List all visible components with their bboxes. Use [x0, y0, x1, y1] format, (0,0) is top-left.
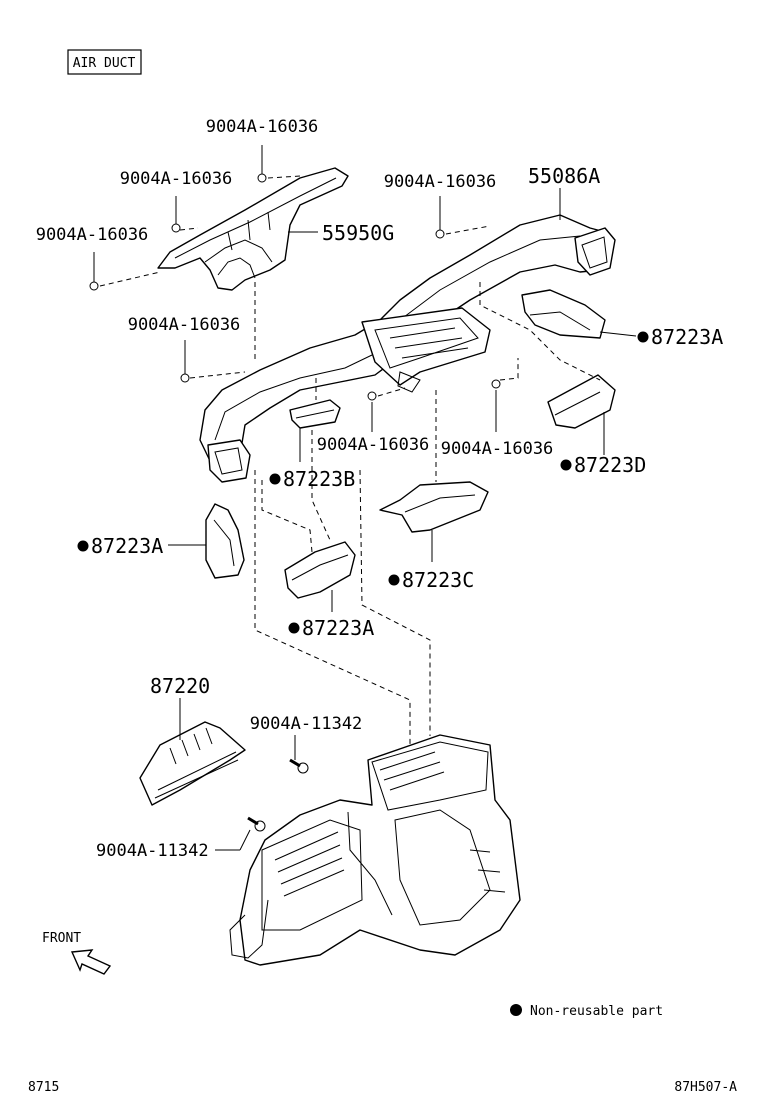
seal-87223a-lower-drawing — [284, 541, 356, 599]
front-indicator: FRONT — [42, 931, 112, 975]
bolt-icon — [289, 758, 309, 774]
label-bolt-upper-left: 9004A-16036 — [120, 169, 233, 189]
bolt-icon — [435, 220, 445, 239]
label-seal-87223a-right: 87223A — [637, 325, 723, 349]
bolt-icon — [89, 272, 99, 291]
dashed-lines — [99, 175, 601, 745]
seal-87223b-drawing — [289, 399, 341, 429]
duct-87220-drawing — [139, 721, 246, 806]
non-reusable-dot-icon — [288, 622, 300, 634]
bolt-icon — [180, 364, 190, 383]
svg-text:87223B: 87223B — [283, 467, 355, 491]
label-duct-55950g: 55950G — [322, 221, 394, 245]
duct-55950g-drawing — [157, 167, 349, 291]
bolt-icon — [247, 816, 266, 832]
non-reusable-dot-icon — [269, 473, 281, 485]
label-bolt-lower-a: 9004A-11342 — [250, 714, 363, 734]
seal-87223a-left-drawing — [205, 503, 245, 579]
leader-lines — [93, 145, 637, 851]
bolt-icon — [257, 165, 267, 183]
footer-right-code: 87H507-A — [674, 1080, 737, 1095]
non-reusable-dot-icon — [510, 1004, 522, 1016]
svg-text:87223C: 87223C — [402, 568, 474, 592]
label-seal-87223c: 87223C — [388, 568, 474, 592]
label-bolt-upper-mid: 9004A-16036 — [384, 172, 497, 192]
front-label: FRONT — [42, 931, 81, 946]
label-bolt-mid-left: 9004A-16036 — [128, 315, 241, 335]
label-duct-55086a: 55086A — [528, 164, 600, 188]
section-title: AIR DUCT — [73, 56, 136, 71]
label-seal-87223b: 87223B — [269, 467, 355, 491]
label-bolt-top: 9004A-16036 — [206, 117, 319, 137]
svg-text:87223D: 87223D — [574, 453, 646, 477]
heater-unit-drawing — [229, 734, 521, 966]
legend: Non-reusable part — [510, 1004, 663, 1019]
legend-text: Non-reusable part — [530, 1004, 663, 1019]
footer-left-code: 8715 — [28, 1080, 59, 1095]
front-arrow-icon — [70, 949, 112, 975]
non-reusable-dot-icon — [637, 331, 649, 343]
bolt-icon — [367, 391, 377, 412]
label-seal-87223d: 87223D — [560, 453, 646, 477]
section-title-box: AIR DUCT — [67, 49, 142, 75]
label-seal-87223a-lower: 87223A — [288, 616, 374, 640]
seal-87223a-right-drawing — [521, 289, 606, 339]
label-bolt-lower-b: 9004A-11342 — [96, 841, 209, 861]
part-labels: 9004A-16036 9004A-16036 9004A-16036 9004… — [36, 117, 724, 861]
label-bolt-center-b: 9004A-16036 — [441, 439, 554, 459]
duct-55086a-drawing — [199, 214, 616, 483]
svg-text:87223A: 87223A — [651, 325, 723, 349]
label-duct-87220: 87220 — [150, 674, 210, 698]
seal-87223d-drawing — [547, 374, 616, 429]
svg-text:87223A: 87223A — [91, 534, 163, 558]
bolt-icon — [171, 214, 181, 233]
label-bolt-left: 9004A-16036 — [36, 225, 149, 245]
svg-text:87223A: 87223A — [302, 616, 374, 640]
non-reusable-dot-icon — [77, 540, 89, 552]
label-bolt-center-a: 9004A-16036 — [317, 435, 430, 455]
non-reusable-dot-icon — [560, 459, 572, 471]
bolt-icon — [491, 379, 501, 400]
seal-87223c-drawing — [379, 481, 489, 533]
non-reusable-dot-icon — [388, 574, 400, 586]
bolt-icons — [89, 165, 501, 832]
label-seal-87223a-left: 87223A — [77, 534, 163, 558]
